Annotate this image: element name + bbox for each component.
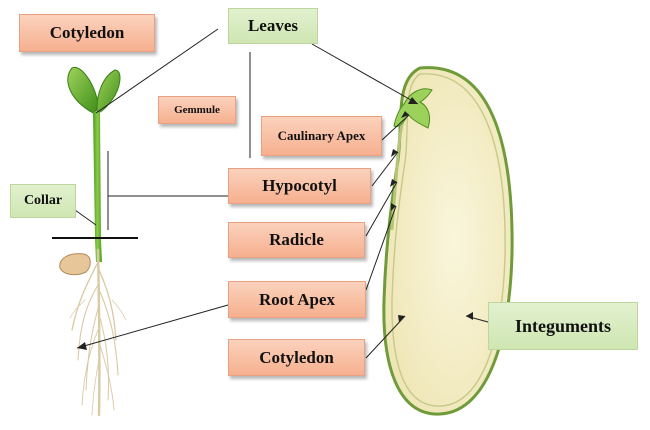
hypocotyl-label: Hypocotyl	[228, 168, 371, 204]
cotyledon-bottom-label: Cotyledon	[228, 339, 365, 376]
right-cotyledon-leaf	[97, 70, 120, 113]
cotyledon-top-label: Cotyledon	[19, 14, 155, 52]
collar-label: Collar	[10, 184, 76, 218]
seed-section	[384, 68, 512, 414]
seed-husk	[60, 254, 90, 275]
leaves-label: Leaves	[228, 8, 318, 44]
left-cotyledon-leaf	[68, 67, 98, 113]
radicle-label: Radicle	[228, 222, 365, 258]
seedling	[52, 67, 138, 415]
root-apex-label: Root Apex	[228, 281, 366, 318]
gemmule-label: Gemmule	[158, 96, 236, 124]
caulinary-apex-label: Caulinary Apex	[261, 116, 382, 156]
integuments-label: Integuments	[488, 302, 638, 350]
stem	[93, 112, 102, 262]
